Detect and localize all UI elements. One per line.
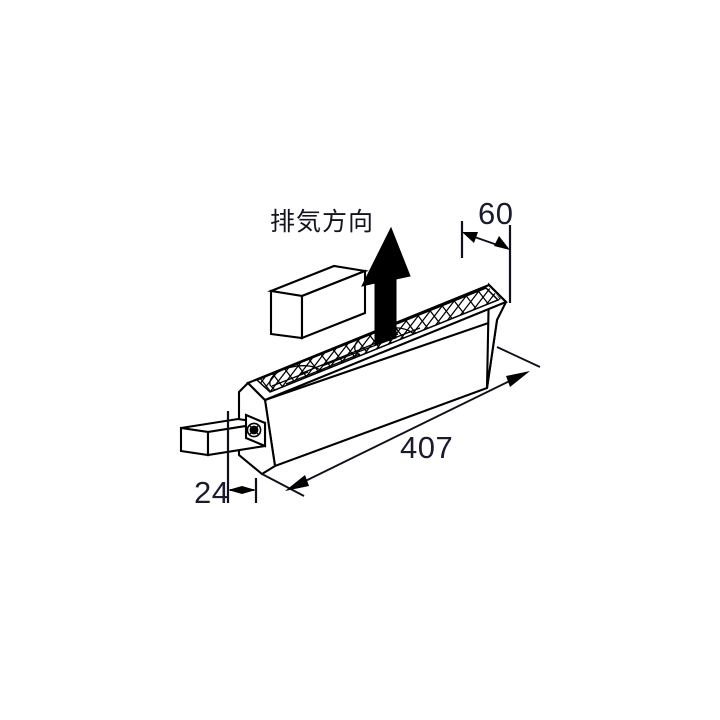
exhaust-direction-label: 排気方向 — [270, 207, 374, 236]
dimension-24 — [226, 411, 258, 503]
rectangular-duct-stub — [179, 413, 267, 457]
screw-detail-icon — [246, 422, 262, 438]
junction-box — [267, 264, 369, 340]
dimension-24-text: 24 — [194, 475, 229, 510]
dimension-60 — [460, 221, 512, 303]
airflow-arrow — [361, 226, 411, 346]
dimension-60-text: 60 — [478, 196, 513, 231]
dimension-407-text: 407 — [400, 430, 453, 465]
dimension-407 — [261, 346, 541, 497]
